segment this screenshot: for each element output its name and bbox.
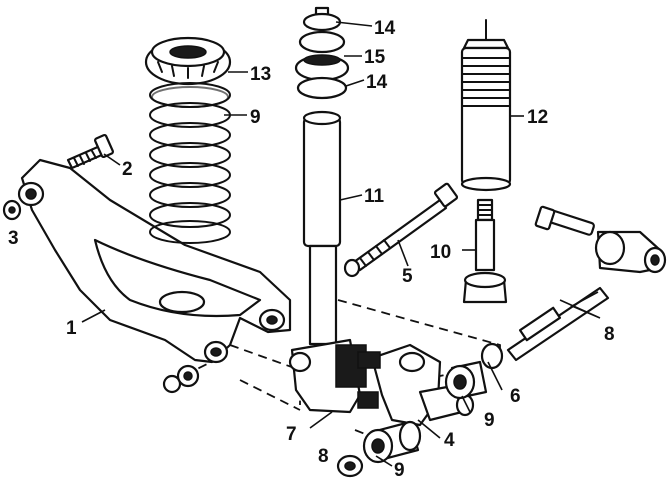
spring-upper-seat: [144, 36, 232, 86]
callout-14-top: 14: [374, 18, 396, 39]
callout-9-lower: 9: [394, 460, 405, 481]
callout-7: 7: [286, 424, 297, 445]
rubber-dust-boot: [460, 19, 512, 192]
arm-bushing-nut: [162, 364, 200, 394]
lower-ball-joint: [336, 420, 422, 478]
bump-stop: [462, 198, 508, 304]
callout-3: 3: [8, 228, 19, 249]
callout-4: 4: [444, 430, 455, 451]
callout-9-upper: 9: [484, 410, 495, 431]
shock-absorber-strut: [288, 110, 367, 414]
callout-15: 15: [364, 47, 386, 68]
strut-top-mount: [294, 6, 350, 100]
callout-8-nut: 8: [318, 446, 329, 467]
callout-13: 13: [250, 64, 271, 85]
leader-lines: [81, 21, 601, 467]
callout-10: 10: [430, 242, 451, 263]
callout-11: 11: [364, 186, 385, 207]
steering-knuckle: [357, 343, 475, 427]
callout-12: 12: [527, 107, 548, 128]
upper-ball-joint: [444, 342, 504, 400]
tie-rod-assembly: [506, 205, 667, 362]
lower-control-arm: [17, 158, 292, 364]
callout-labels: 1 2 3 4 5 6 7 8 8 9 9 9 10 11 12 13 14 1…: [8, 18, 615, 481]
arm-nut: [2, 199, 22, 221]
callout-8-tie-rod: 8: [604, 324, 615, 345]
callout-14-bottom: 14: [366, 72, 388, 93]
arm-bolt: [66, 133, 115, 170]
callout-6: 6: [510, 386, 521, 407]
callout-1: 1: [66, 318, 77, 339]
callout-9-spring: 9: [250, 107, 261, 128]
coil-spring: [149, 82, 231, 244]
callout-5: 5: [402, 266, 413, 287]
strut-bolt: [343, 182, 459, 278]
callout-2: 2: [122, 159, 133, 180]
